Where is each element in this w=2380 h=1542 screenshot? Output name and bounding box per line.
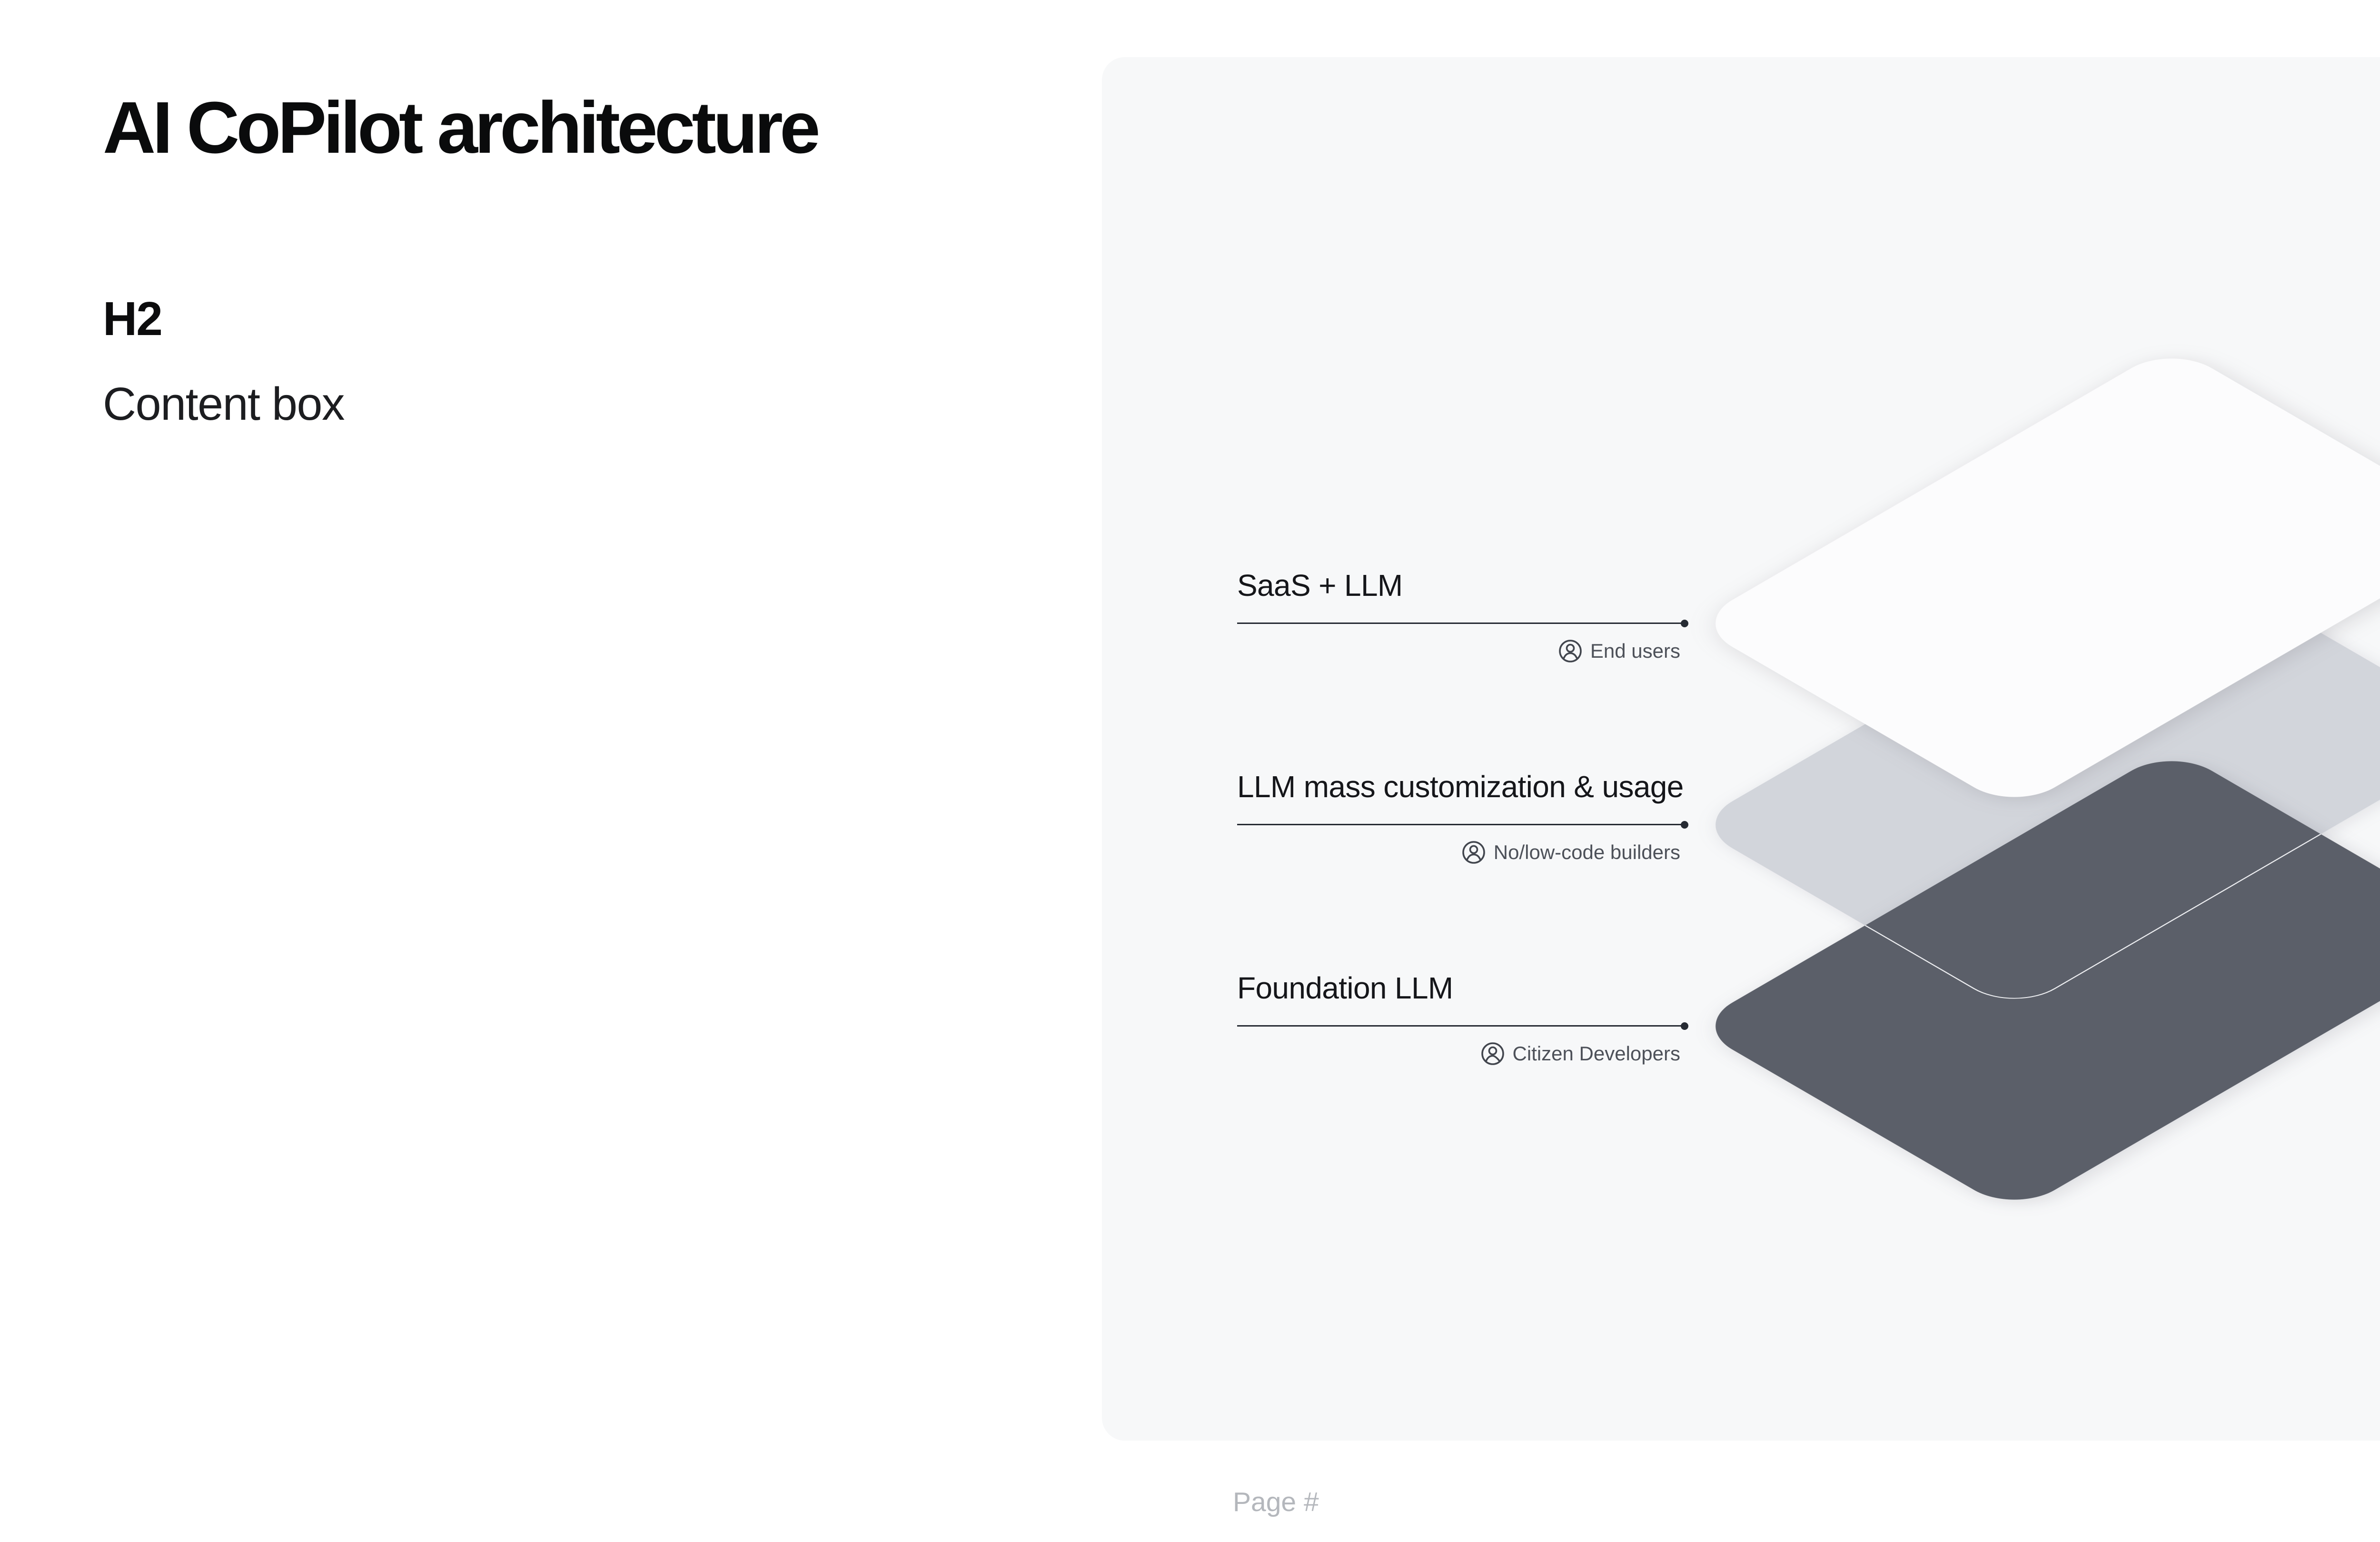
connector-dot	[1681, 620, 1688, 627]
page-number: Page #	[1233, 1487, 1319, 1517]
layer-stack-illustration	[1692, 345, 2380, 1214]
connector-line	[1237, 1025, 1685, 1027]
content-box: Content box	[103, 378, 345, 430]
audience-label: Citizen Developers	[1512, 1042, 1681, 1065]
connector-line	[1237, 623, 1685, 624]
diagram-panel: SaaS + LLM End users LLM mass customizat…	[1102, 57, 2380, 1441]
row-label-foundation-llm: Foundation LLM	[1237, 971, 1453, 1005]
row-label-llm-mass-customization: LLM mass customization & usage	[1237, 770, 1684, 804]
connector-line	[1237, 824, 1685, 825]
row-label-saas-llm: SaaS + LLM	[1237, 568, 1403, 603]
user-icon	[1559, 640, 1582, 662]
user-icon	[1462, 841, 1485, 864]
audience-label: No/low-code builders	[1493, 841, 1680, 863]
section-heading: H2	[103, 292, 163, 346]
connector-dot	[1681, 1022, 1688, 1030]
page-title: AI CoPilot architecture	[103, 87, 821, 168]
user-icon	[1481, 1042, 1504, 1065]
audience-end-users: End users	[1558, 638, 1680, 664]
connector-dot	[1681, 821, 1688, 829]
audience-citizen-developers: Citizen Developers	[1480, 1040, 1681, 1067]
audience-no-low-code-builders: No/low-code builders	[1461, 839, 1680, 866]
audience-label: End users	[1590, 640, 1680, 662]
